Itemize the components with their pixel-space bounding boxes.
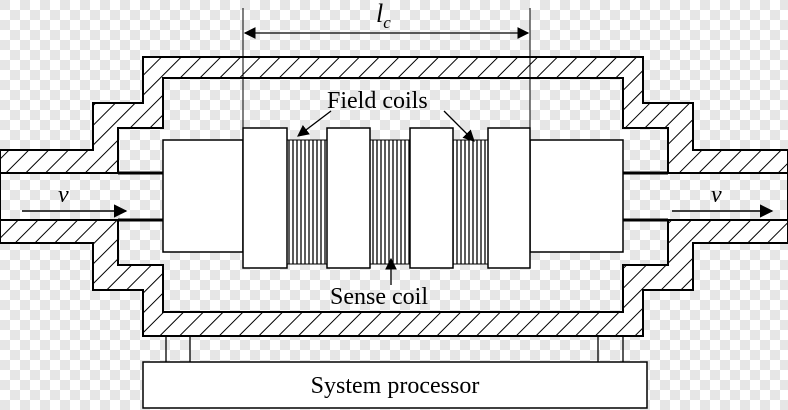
field-coil-winding-left bbox=[286, 139, 328, 265]
system-processor-box bbox=[142, 361, 648, 409]
field-coil-pointer-left bbox=[297, 110, 332, 137]
field-coils-label: Field coils bbox=[327, 88, 428, 114]
inlet-velocity-label: v bbox=[58, 182, 69, 208]
flange-4 bbox=[487, 127, 531, 269]
flange-2 bbox=[326, 127, 371, 269]
system-processor-label: System processor bbox=[311, 373, 480, 399]
outlet-velocity-label: v bbox=[711, 182, 722, 208]
sense-coil-winding bbox=[369, 139, 411, 265]
field-coil-winding-right bbox=[452, 139, 489, 265]
flange-3 bbox=[409, 127, 454, 269]
sense-coil-label: Sense coil bbox=[330, 284, 428, 310]
length-label: lc bbox=[376, 0, 391, 32]
flange-1 bbox=[242, 127, 288, 269]
inner-tube-right bbox=[529, 139, 624, 253]
housing-wall bbox=[0, 56, 788, 337]
field-coil-pointer-right bbox=[443, 110, 475, 142]
inner-tube-left bbox=[162, 139, 244, 253]
